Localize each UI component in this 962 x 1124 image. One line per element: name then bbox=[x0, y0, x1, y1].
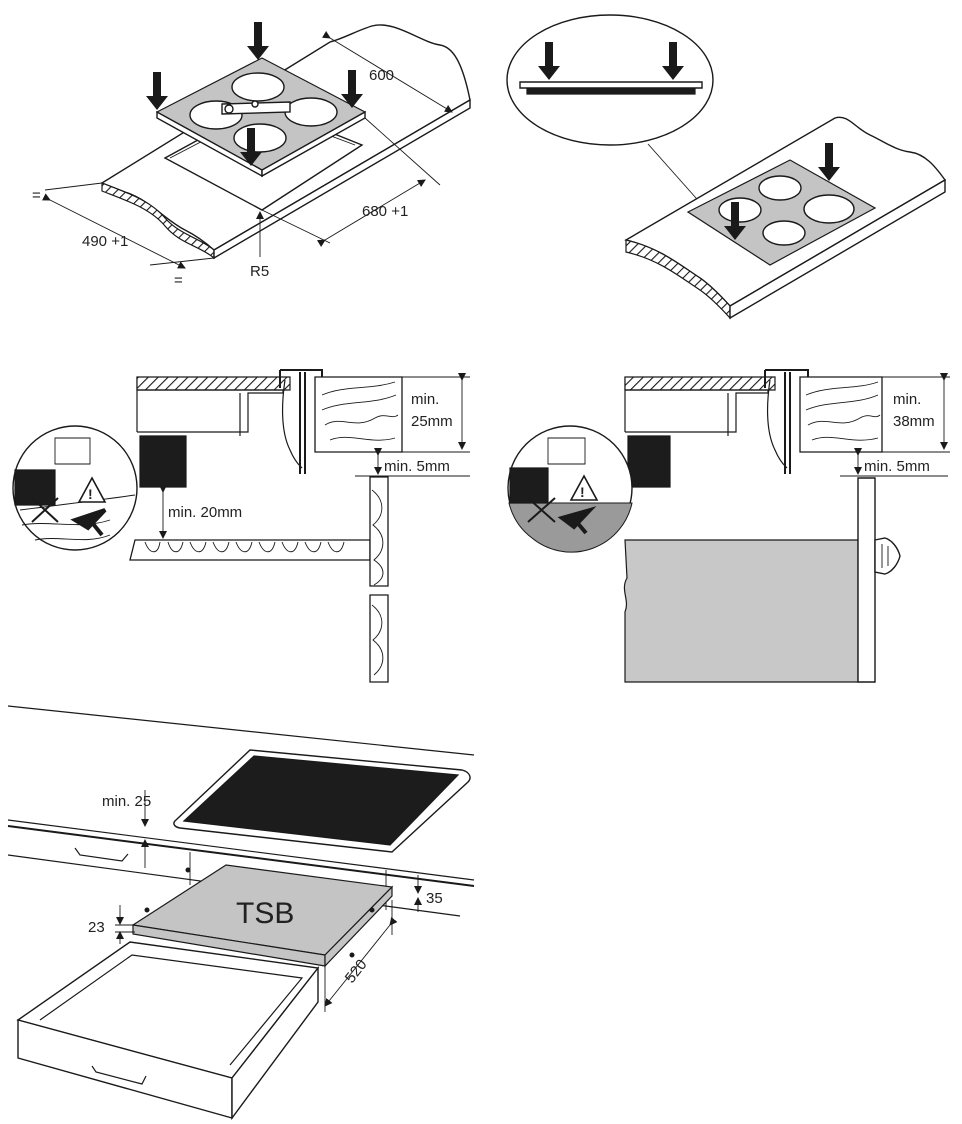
min-gap-label: min. 5mm bbox=[864, 458, 930, 475]
cross-icon bbox=[527, 497, 556, 523]
worktop-right-edge bbox=[213, 98, 471, 260]
equal-mark-bottom: = bbox=[174, 272, 183, 289]
front-panel-lower bbox=[369, 594, 389, 683]
dim-radius-label: R5 bbox=[250, 263, 269, 280]
svg-text:!: ! bbox=[580, 484, 585, 500]
hob-zone-front bbox=[233, 123, 287, 153]
hob-glass-section bbox=[136, 376, 291, 391]
hob-zone-left bbox=[718, 197, 762, 223]
panel-seal-detail bbox=[506, 14, 947, 320]
hob-glass-section bbox=[624, 376, 776, 391]
hob-zone-right bbox=[284, 97, 338, 127]
hob-zone-right bbox=[803, 194, 855, 224]
hob-zone-back bbox=[231, 72, 285, 102]
oven-door bbox=[857, 477, 876, 683]
dim-front-label: 23 bbox=[88, 919, 105, 936]
min-gap-label: min. 5mm bbox=[384, 458, 450, 475]
min-clearance-label: min. 20mm bbox=[168, 504, 242, 521]
oven-body bbox=[623, 539, 859, 683]
dim-depth-label: 520 bbox=[342, 956, 371, 986]
cabinet-side-section bbox=[627, 435, 671, 488]
warning-triangle-icon bbox=[77, 476, 107, 503]
svg-text:!: ! bbox=[88, 486, 93, 502]
dim-height-label: 35 bbox=[426, 890, 443, 907]
arrow-down-icon bbox=[247, 22, 269, 60]
detail-magnifier bbox=[12, 425, 138, 551]
hob-zone-back bbox=[758, 175, 802, 201]
cabinet-side-section bbox=[139, 435, 187, 488]
magnifier-circle bbox=[506, 14, 714, 146]
dim-depth-label: 600 bbox=[369, 67, 394, 84]
arrow-down-icon bbox=[146, 72, 168, 110]
min-thickness-label: min. bbox=[411, 391, 439, 408]
dim-width-label: 680 +1 bbox=[362, 203, 408, 220]
min-thickness-value: 25mm bbox=[411, 413, 453, 430]
panel-install-38mm: min. 38mm min. 5mm ! bbox=[507, 369, 950, 683]
warning-triangle-icon bbox=[569, 474, 599, 501]
worktop-wood-section bbox=[314, 376, 403, 453]
panel-cutout-dimensions: 600 680 +1 490 +1 = = R5 bbox=[32, 22, 471, 289]
oven-knob bbox=[874, 537, 901, 575]
hob-clamp bbox=[221, 101, 291, 115]
equal-mark-top: = bbox=[32, 187, 41, 204]
min-thickness-value: 38mm bbox=[893, 413, 935, 430]
dim-cut-depth-label: 490 +1 bbox=[82, 233, 128, 250]
hob-zone-front bbox=[762, 220, 806, 246]
shelf-section bbox=[129, 539, 371, 561]
tsb-label: TSB bbox=[236, 897, 294, 930]
panel-warming-drawer: min. 25 TSB 23 35 520 bbox=[7, 705, 475, 1121]
cross-icon bbox=[31, 497, 59, 523]
hob-glass bbox=[182, 755, 460, 846]
min-top-label: min. 25 bbox=[102, 793, 151, 810]
panel-install-25mm: min. 25mm min. 5mm min. 20mm ! bbox=[12, 369, 470, 683]
min-thickness-label: min. bbox=[893, 391, 921, 408]
